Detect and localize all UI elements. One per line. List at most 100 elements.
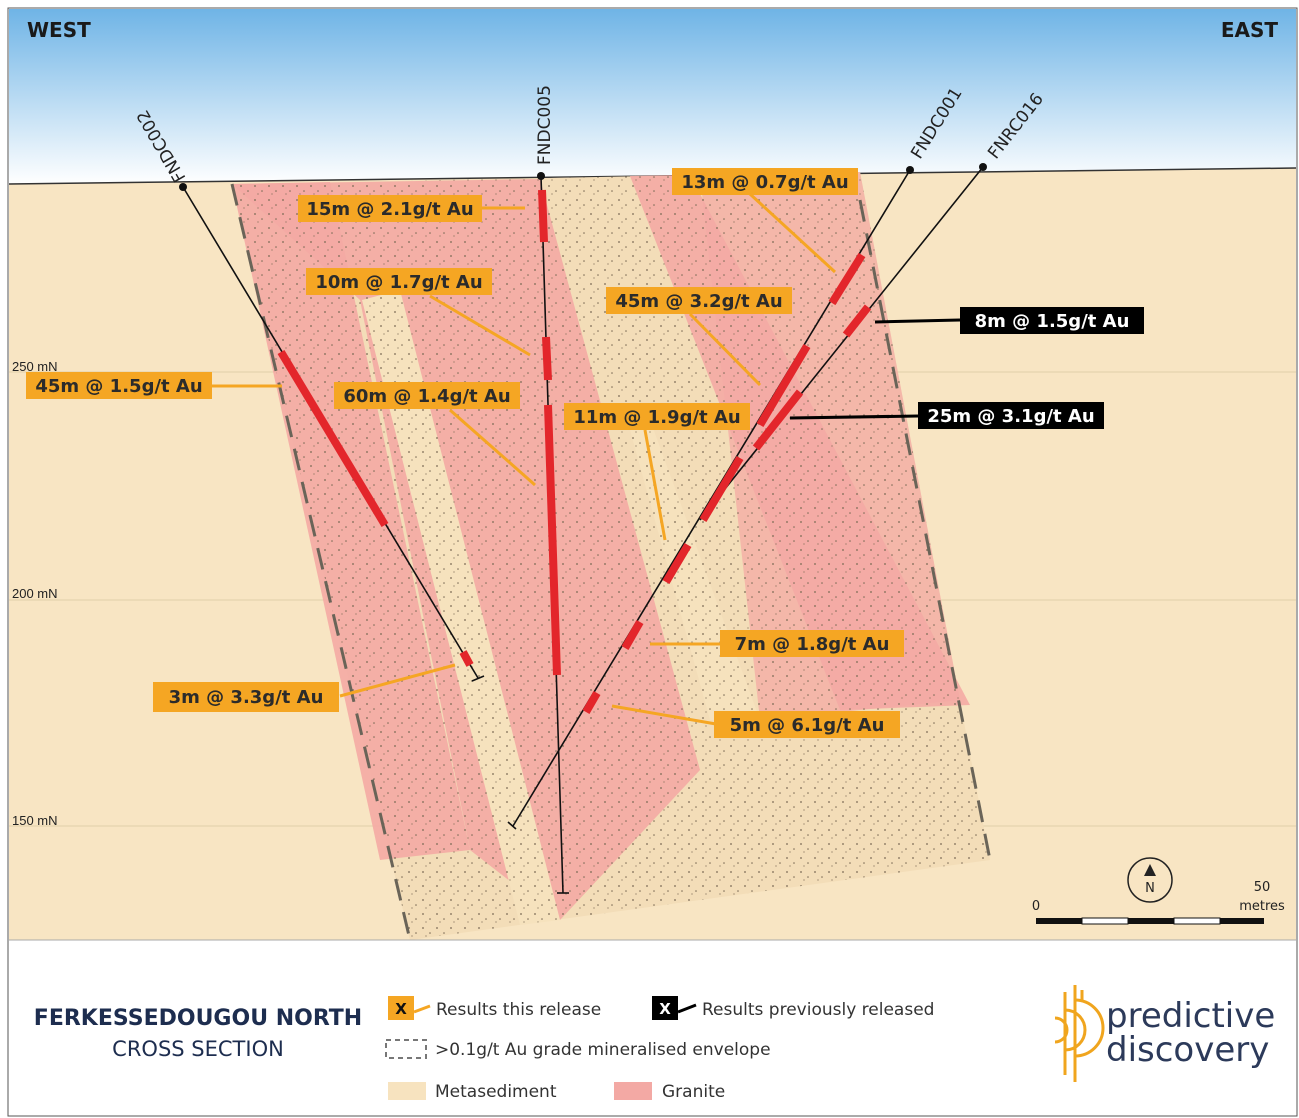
segment-fndc001-45m [756,343,811,428]
north-arrow-icon: N [1127,857,1173,903]
legend-swatch-new [388,996,414,1020]
segment-fndc001-11m [699,455,744,523]
callout-i12: 5m @ 6.1g/t Au [714,711,900,738]
legend-symbol-new: X [395,1000,407,1018]
legend-swatch-envelope [385,1039,427,1059]
callout-label: 15m @ 2.1g/t Au [306,199,473,220]
segment-fndc002-45m [277,349,389,528]
callout-box [26,372,212,399]
scale-bar: 0 50 metres [1032,880,1285,925]
legend-label-previous: Results previously released [702,1000,934,1020]
legend-previous: X Results previously released [652,996,934,1020]
legend-envelope: >0.1g/t Au grade mineralised envelope [385,1039,771,1060]
callout-box [960,307,1144,334]
callout-box [153,682,339,712]
hole-fndc002-end [471,675,485,682]
callout-label: 11m @ 1.9g/t Au [573,407,740,428]
legend-label-granite: Granite [662,1082,725,1102]
callout-label: 45m @ 1.5g/t Au [35,376,202,397]
leader-i4 [688,312,762,387]
scale-end: 50 [1254,880,1271,895]
envelope-boundary-west [230,183,412,941]
callout-i11: 3m @ 3.3g/t Au [153,682,339,712]
leader-i12 [611,704,717,726]
leader-i5 [874,318,961,324]
callout-i7: 60m @ 1.4g/t Au [334,382,520,409]
west-label: WEST [27,18,91,42]
legend-swatch-granite [614,1082,652,1100]
legend-metasediment: Metasediment [388,1082,557,1102]
sky [9,9,1296,184]
segment-fndc001-mid [662,542,692,585]
logo-mark-icon [1054,985,1105,1082]
collar-fndc001 [906,166,914,174]
segment-fndc001-5m [582,690,601,715]
callout-label: 3m @ 3.3g/t Au [169,687,324,708]
callout-label: 13m @ 0.7g/t Au [681,172,848,193]
callout-label: 10m @ 1.7g/t Au [315,272,482,293]
collar-fnrc016 [979,163,987,171]
legend-granite: Granite [614,1082,725,1102]
callout-label: 45m @ 3.2g/t Au [615,291,782,312]
callout-i10: 7m @ 1.8g/t Au [720,630,904,657]
hole-label-fndc005: FNDC005 [535,85,555,165]
segment-fndc005-60m [544,404,561,676]
callout-box [672,168,858,195]
leader-i3 [429,294,531,357]
callout-i4: 45m @ 3.2g/t Au [606,287,792,314]
legend-title: FERKESSEDOUGOU NORTH [34,1006,362,1031]
legend-label-envelope: >0.1g/t Au grade mineralised envelope [435,1040,771,1060]
segment-fndc001-7m [621,620,644,650]
callout-i5: 8m @ 1.5g/t Au [960,307,1144,334]
callout-box [334,382,520,409]
legend-label-new: Results this release [436,1000,601,1020]
elevation-200-label: 200 mN [12,586,58,601]
scale-unit: metres [1239,899,1285,914]
callout-label: 25m @ 3.1g/t Au [927,406,1094,427]
callout-i6: 45m @ 1.5g/t Au [26,372,212,399]
callout-i3: 10m @ 1.7g/t Au [306,268,492,295]
legend-swatch-previous [652,996,678,1020]
callout-i9: 25m @ 3.1g/t Au [918,402,1104,429]
callout-label: 5m @ 6.1g/t Au [730,715,885,736]
leader-i8 [643,429,667,541]
legend-swatch-metasediment [388,1082,426,1100]
callout-box [714,711,900,738]
segment-fndc005-15m [538,189,548,243]
scale-start: 0 [1032,899,1040,914]
callout-box [606,287,792,314]
callout-box [918,402,1104,429]
legend-symbol-previous: X [659,1000,671,1018]
callout-box [564,403,750,430]
hole-fnrc016 [699,166,984,521]
legend-subtitle: CROSS SECTION [112,1037,284,1061]
legend-label-metasediment: Metasediment [435,1082,557,1102]
callout-label: 7m @ 1.8g/t Au [735,634,890,655]
legend-this-release: X Results this release [388,996,601,1020]
collar-fndc005 [537,172,545,180]
elevation-150-label: 150 mN [12,813,58,828]
segment-fndc001-13m [828,252,866,306]
east-label: EAST [1221,18,1279,42]
leader-lines [212,192,961,726]
logo-line2: discovery [1106,1030,1269,1070]
callout-label: 60m @ 1.4g/t Au [343,386,510,407]
callout-i2: 13m @ 0.7g/t Au [672,168,858,195]
north-label: N [1145,881,1155,896]
segment-fndc002-3m [459,650,474,667]
leader-i7 [449,408,536,487]
leader-i11 [339,663,456,698]
callout-label: 8m @ 1.5g/t Au [975,311,1130,332]
intercept-segments [277,189,872,715]
callout-i8: 11m @ 1.9g/t Au [564,403,750,430]
callout-box [298,195,482,222]
callout-box [720,630,904,657]
collar-fndc002 [179,183,187,191]
envelope-boundary-east [858,199,992,861]
hole-fndc001-end [507,821,517,830]
leader-i2 [748,192,837,274]
segment-fnrc016-25m [752,389,804,451]
predictive-discovery-logo: predictive discovery [1054,985,1275,1082]
segment-fndc005-10m [542,336,552,381]
